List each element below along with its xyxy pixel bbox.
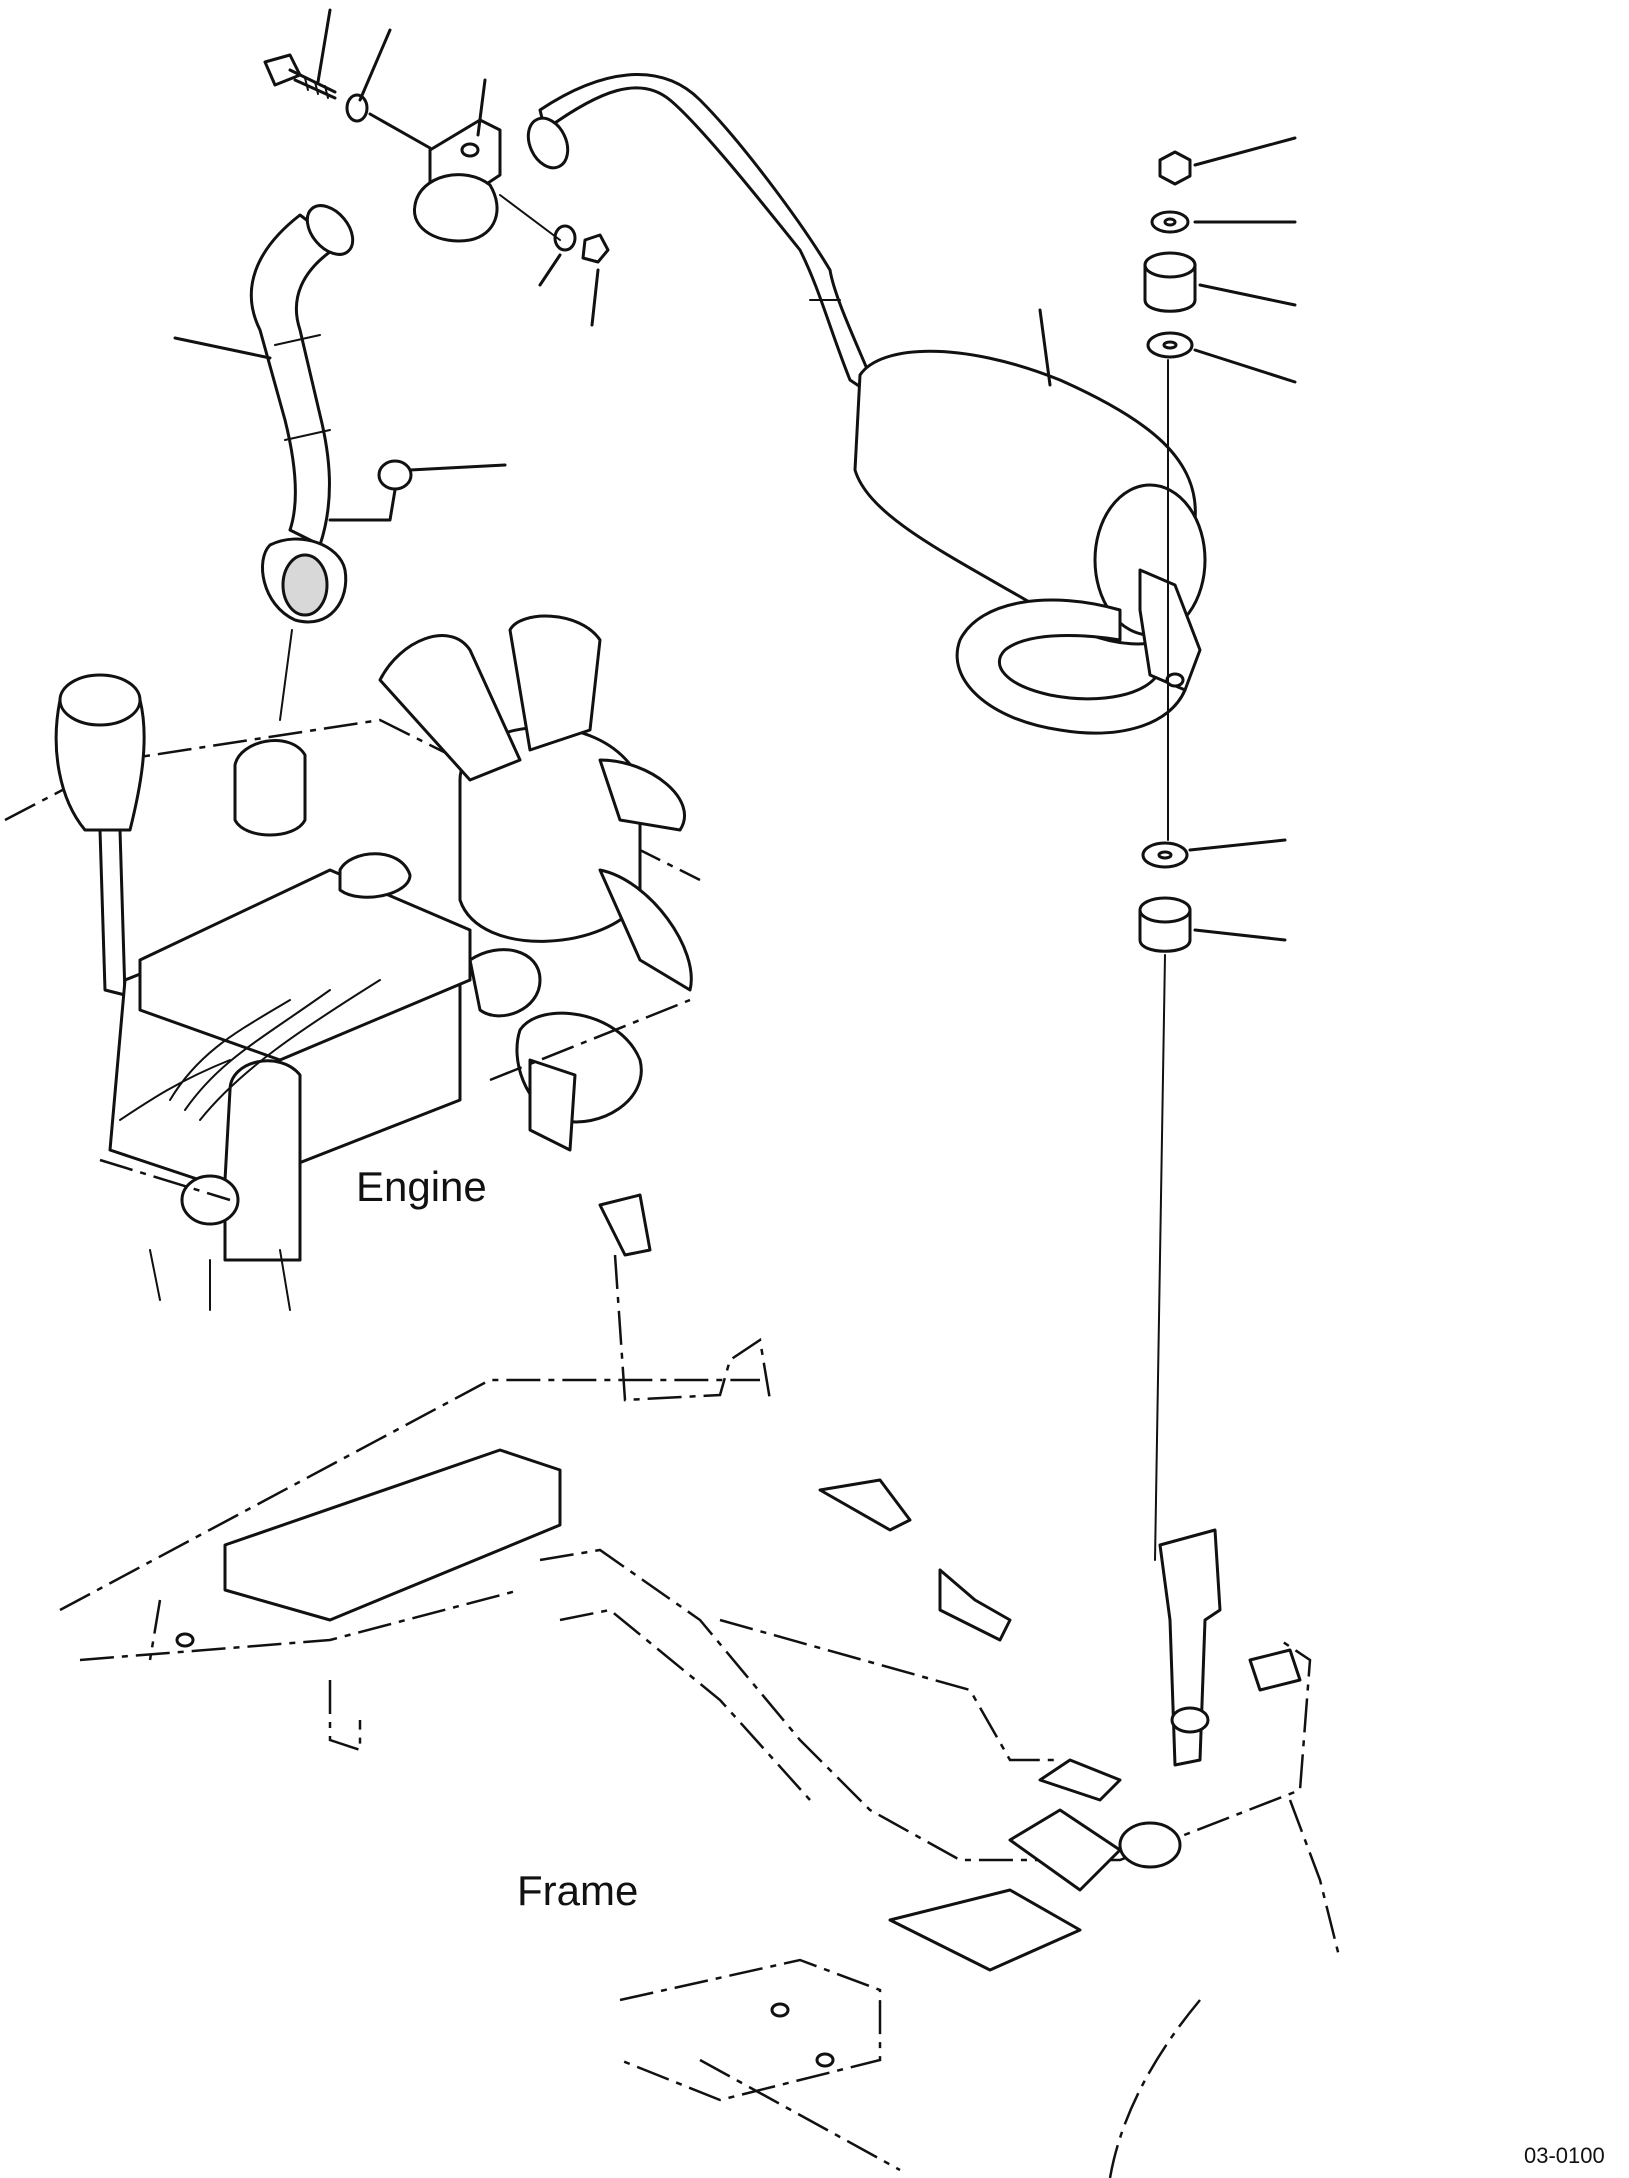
engine-drawing (4, 614, 701, 1311)
engine-label: Engine (356, 1163, 487, 1210)
leader-line (328, 463, 507, 522)
frame-label: Frame (517, 1867, 639, 1914)
nut (377, 459, 413, 491)
bolt-and-clamp (263, 8, 610, 327)
muffler-assembly (526, 73, 1207, 735)
mount-hardware (1138, 136, 1297, 1561)
figure-code: 03-0100 (1524, 2143, 1605, 2168)
centerline (279, 629, 293, 721)
leader-line (173, 336, 272, 360)
exhaust-pipe (249, 204, 355, 624)
frame-drawing (59, 1193, 1342, 2178)
